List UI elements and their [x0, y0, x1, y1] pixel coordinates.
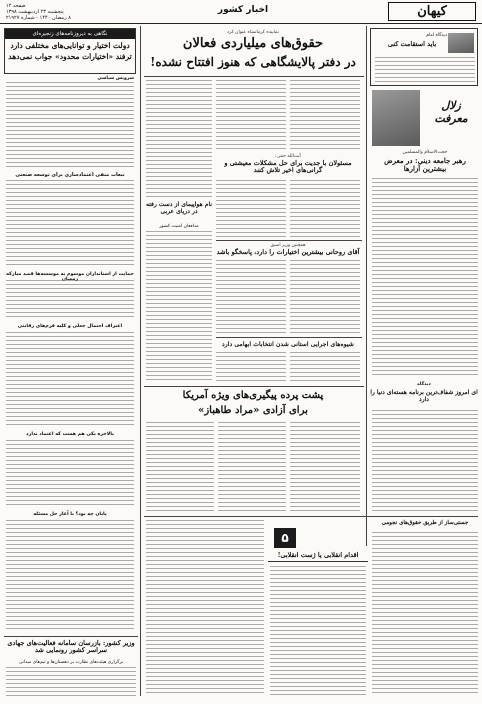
left-subhead-5: بالاخره یکی هم هست که اعتماد ندارد [26, 432, 114, 437]
speaker-headline: رهبر جامعه دینی: در معرض بیشترین آزارها [384, 156, 466, 174]
imam-body [375, 57, 475, 83]
imam-box: دیدگاه امام باید استقامت کنی [370, 28, 478, 86]
imam-kicker: دیدگاه امام [426, 33, 447, 38]
left-body-text-6 [6, 520, 134, 632]
vote-headline: شیوه‌های اجرایی استانی شدن انتخابات ابها… [222, 341, 354, 348]
center-lead-kicker: نماینده کرمانشاه عنوان کرد [227, 30, 279, 35]
main-body-a [146, 422, 214, 512]
economy-headline: مسئولان با جدیت برای حل مشکلات معیشتی و … [224, 159, 352, 175]
left-subhead-1: سرویس سیاسی [97, 76, 134, 81]
sea-sub: مدافعان امنیت کشور [159, 224, 199, 229]
economy-body-b [290, 180, 360, 238]
main-headline-2: برای آزادی «مراد طاهباز» [198, 405, 308, 416]
speaker-body [372, 178, 478, 378]
economy-kicker: آیت‌الله جنتی: [275, 154, 301, 159]
main-headline-1: پشت پرده پیگیری‌های ویژه آمریکا [182, 390, 324, 401]
left-subhead-4: اعتراف احتمال جعلی و کلیه فرم‌های رقابتی [17, 324, 123, 329]
rouhani-headline: آقای روحانی بیشترین اختیارات را دارد، پا… [216, 248, 360, 256]
left-body-text-5 [6, 440, 134, 508]
main-body-c [290, 422, 360, 512]
left-lead-headline: دولت اختیار و توانایی‌های مختلفی دارد [10, 41, 130, 50]
sea-headline: نام هواپیمای از دست رفته در دریای عربی [146, 201, 212, 215]
imam-headline: باید استقامت کنی [387, 40, 437, 48]
left-bottom-headline: وزیر کشور: بازرسان سامانه فعالیت‌های جها… [7, 639, 135, 655]
section-title: اخبار کشور [217, 5, 269, 15]
revolution-body [270, 566, 366, 696]
feature-title: زلال معرفت [434, 99, 468, 125]
speaker-kicker: حجت‌الاسلام والمسلمین [402, 150, 448, 155]
vote-body-b [290, 352, 360, 382]
issue-meta: صفحه ۱۲ پنجشنبه ۲۳ اردیبهشت ۱۳۹۸ ۸ رمضان… [6, 3, 96, 21]
center-body-col-a [146, 80, 212, 198]
left-subhead-6: پایان چه بود؟ با آغاز حل مسئله [33, 512, 107, 517]
center-lead-rule [144, 76, 364, 77]
left-lead-sub: ترفند «اختیارات محدود» جواب نمی‌دهد [8, 51, 132, 61]
left-body-text-4 [6, 332, 134, 428]
sea-body [146, 231, 212, 381]
economy-body-a [216, 180, 286, 238]
center-body-col-b [216, 80, 286, 150]
rouhani-body-a [216, 260, 286, 334]
left-body-text-3 [6, 280, 134, 320]
left-subhead-3: حمایت از استانداران موسوم به موسسه‌ها قص… [6, 272, 134, 282]
note-title: دیدگاه [417, 382, 431, 387]
left-box-featured: نگاهی به دیروزنامه‌های زنجیره‌ای دولت اخ… [4, 28, 136, 74]
vote-body-a [216, 352, 286, 382]
left-subhead-2: تبعات منفی اعتمادسازی برای توسعه صنعتی [15, 172, 125, 178]
speaker-photo [372, 90, 420, 146]
left-body-text-1 [6, 82, 134, 170]
left-bottom-sub: برگزاری هیئت‌های نظارت بر دهستان‌ها و تی… [18, 660, 124, 665]
revolution-number-badge: ۵ [274, 528, 296, 548]
note-headline: ای امروز شفاف‌ترین برنامه هسته‌ای دنیا ر… [370, 389, 478, 403]
left-bottom-body [6, 667, 136, 697]
center-lead-headline-2: در دفتر پالایشگاهی که هنوز افتتاح نشده! [150, 55, 356, 69]
center-body-col-c [290, 80, 360, 150]
page-header: کیهان اخبار کشور صفحه ۱۲ پنجشنبه ۲۳ اردی… [0, 0, 482, 24]
bottom-left-body [146, 520, 264, 696]
column-rule-left [140, 26, 141, 696]
left-box-title: نگاهی به دیروزنامه‌های زنجیره‌ای [5, 29, 135, 39]
main-top-rule [144, 386, 364, 387]
center-lead-headline-1: حقوق‌های میلیاردی فعالان [182, 36, 324, 51]
page-number: صفحه ۱۲ [6, 3, 26, 9]
imam-photo [448, 33, 474, 53]
rouhani-body-b [290, 260, 360, 334]
rouhani-kicker: همچنین وزیر اسبق [270, 243, 306, 248]
vote-rule [216, 337, 362, 338]
note-body [372, 410, 478, 512]
masthead-logo: کیهان [388, 2, 476, 21]
bottom-section-rule [144, 516, 478, 517]
issue-line: ۸ رمضان ۱۴۴۰ - شماره ۲۱۹۲۷ [6, 15, 71, 21]
rouhani-rule [216, 240, 362, 241]
date-line: پنجشنبه ۲۳ اردیبهشت ۱۳۹۸ [6, 9, 64, 15]
left-body-text-2 [6, 180, 134, 268]
detect-headline: جستی‌ساز از طریق حقوق‌های نجومی [381, 520, 469, 526]
detect-body [372, 532, 478, 696]
main-body-b [218, 422, 286, 512]
revolution-banner: اقدام انقلابی یا ژست انقلابی! [268, 551, 368, 563]
column-rule-right [366, 26, 367, 546]
left-bottom-rule [4, 636, 138, 637]
